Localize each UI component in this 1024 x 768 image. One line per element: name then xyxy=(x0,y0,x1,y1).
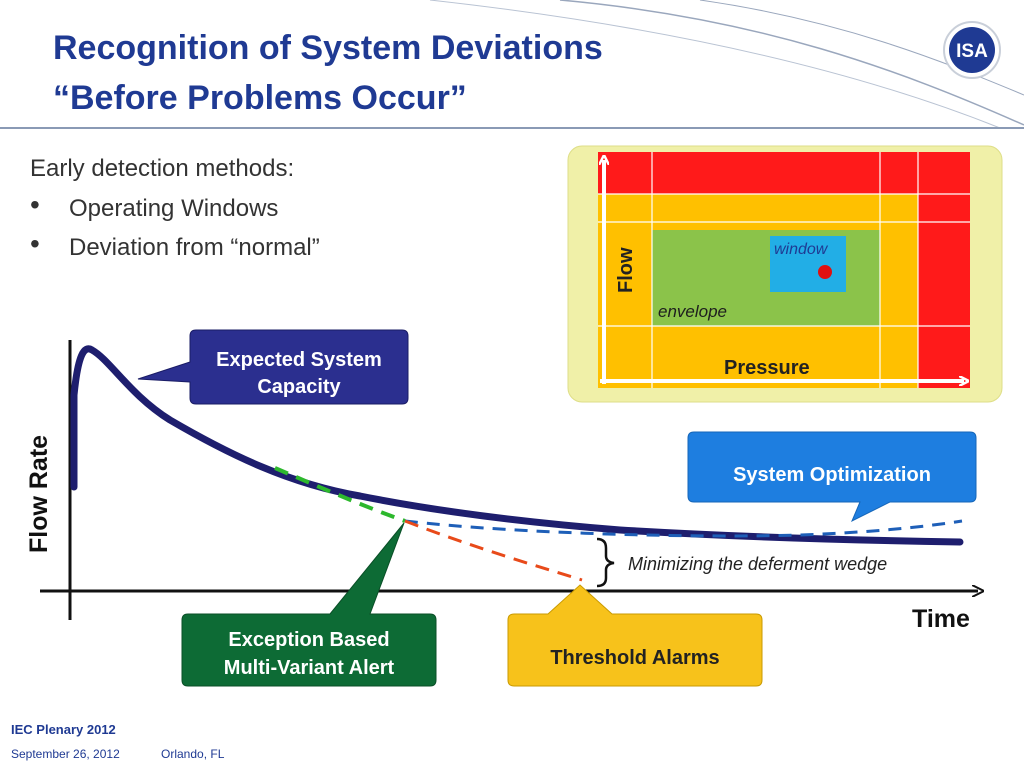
exception-alert-callout xyxy=(181,522,437,687)
bullet-text: Operating Windows xyxy=(69,195,279,222)
header-rule xyxy=(0,127,1024,129)
system-optimization-callout xyxy=(687,431,977,523)
window-box xyxy=(770,236,846,292)
bullet-dot-icon: • xyxy=(30,228,40,259)
isa-logo: ISA xyxy=(943,21,1001,79)
y-axis-label: Flow Rate xyxy=(25,435,53,553)
wedge-label: Minimizing the deferment wedge xyxy=(628,554,887,574)
header-swoosh xyxy=(429,0,1024,129)
optimization-line xyxy=(404,519,963,538)
isa-logo-text: ISA xyxy=(956,41,988,62)
bullet-dot-icon: • xyxy=(30,189,40,220)
expected-capacity-text-1: Expected System xyxy=(216,349,382,371)
footer-event: IEC Plenary 2012 xyxy=(11,722,116,737)
red-zone xyxy=(598,152,970,388)
flow-axis-label: Flow xyxy=(615,247,637,293)
envelope-label: envelope xyxy=(658,302,727,321)
bullet-text: Deviation from “normal” xyxy=(69,234,320,261)
footer-date: September 26, 2012 xyxy=(11,747,120,761)
slide-title-line1: Recognition of System Deviations xyxy=(53,29,603,67)
grid-lines xyxy=(598,152,970,388)
bullet-heading: Early detection methods: xyxy=(30,155,295,182)
x-axis-label: Time xyxy=(912,605,970,633)
green-zone xyxy=(652,230,880,326)
expected-capacity-curve xyxy=(70,345,964,546)
slide-title-line2: “Before Problems Occur” xyxy=(53,79,467,117)
window-label: window xyxy=(774,241,829,258)
green-deviation-line xyxy=(274,466,406,523)
footer-location: Orlando, FL xyxy=(161,747,225,761)
threshold-alarms-text: Threshold Alarms xyxy=(550,647,719,669)
threshold-line xyxy=(404,519,583,582)
pressure-axis-label: Pressure xyxy=(724,357,810,379)
wedge-brace xyxy=(596,537,615,588)
operating-point xyxy=(818,265,832,279)
system-optimization-text: System Optimization xyxy=(733,464,931,486)
exception-alert-text-2: Multi-Variant Alert xyxy=(224,657,395,679)
threshold-alarms-callout xyxy=(507,584,763,687)
expected-capacity-text-2: Capacity xyxy=(257,376,341,398)
amber-zone xyxy=(598,194,918,388)
diagram-frame xyxy=(567,145,1003,403)
expected-capacity-callout xyxy=(137,329,409,405)
exception-alert-text-1: Exception Based xyxy=(228,629,389,651)
